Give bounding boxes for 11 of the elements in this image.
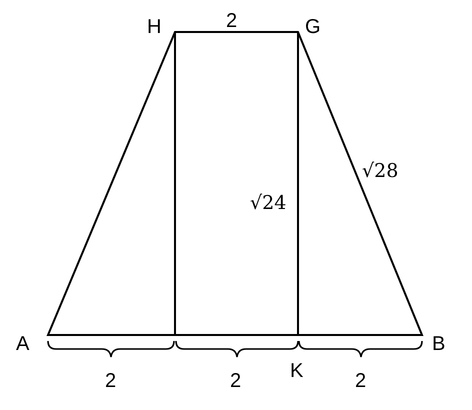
dimension-label: 2 [105,370,116,392]
point-label: A [16,333,30,355]
point-label: G [305,16,321,38]
dimension-label: 2 [355,370,366,392]
point-label: K [290,360,304,382]
dimension-label: 2 [230,370,242,392]
dimension-label: √28 [362,160,398,182]
dimension-label: √24 [250,192,286,214]
dimension-label: 2 [226,10,238,32]
point-label: H [147,16,162,38]
point-label: B [432,333,446,355]
